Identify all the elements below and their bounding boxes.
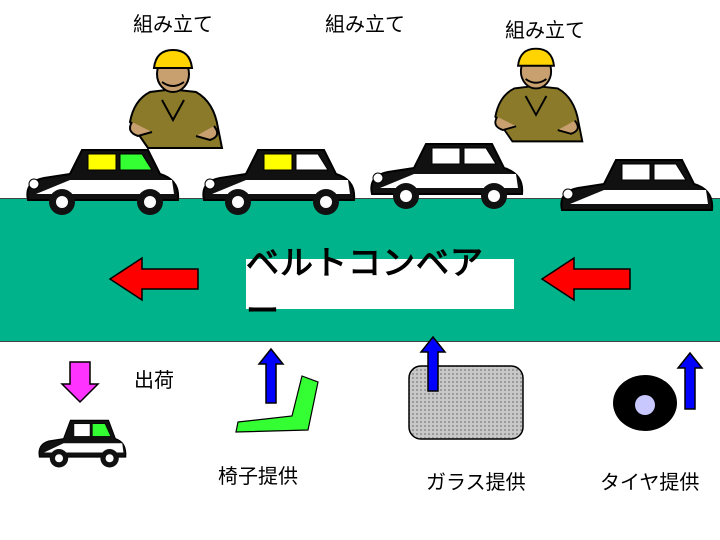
assembly-label-1: 組み立て bbox=[133, 12, 213, 36]
worker-icon-2 bbox=[494, 47, 584, 143]
ship-arrow-icon bbox=[60, 361, 100, 404]
seat-supply-arrow-icon bbox=[257, 347, 285, 404]
car-icon-1 bbox=[26, 149, 180, 215]
worker-icon-1 bbox=[128, 48, 224, 149]
tire-supply-label: タイヤ提供 bbox=[600, 470, 700, 494]
shipped-car-icon bbox=[38, 419, 127, 468]
flow-arrow-right bbox=[540, 256, 631, 302]
flow-arrow-left bbox=[108, 256, 199, 302]
shipping-label: 出荷 bbox=[134, 368, 174, 392]
car-icon-3 bbox=[370, 143, 524, 209]
car-icon-4 bbox=[560, 159, 714, 211]
conveyor-title: ベルトコンベアー bbox=[246, 243, 514, 330]
glass-supply-label: ガラス提供 bbox=[426, 470, 526, 494]
assembly-label-3: 組み立て bbox=[505, 18, 585, 42]
car-icon-2 bbox=[202, 149, 356, 215]
seat-icon bbox=[235, 375, 319, 433]
seat-supply-label: 椅子提供 bbox=[218, 464, 298, 488]
tire-supply-arrow-icon bbox=[676, 351, 704, 410]
tire-icon bbox=[613, 375, 677, 431]
assembly-label-2: 組み立て bbox=[325, 12, 405, 36]
glass-supply-arrow-icon bbox=[419, 335, 447, 392]
